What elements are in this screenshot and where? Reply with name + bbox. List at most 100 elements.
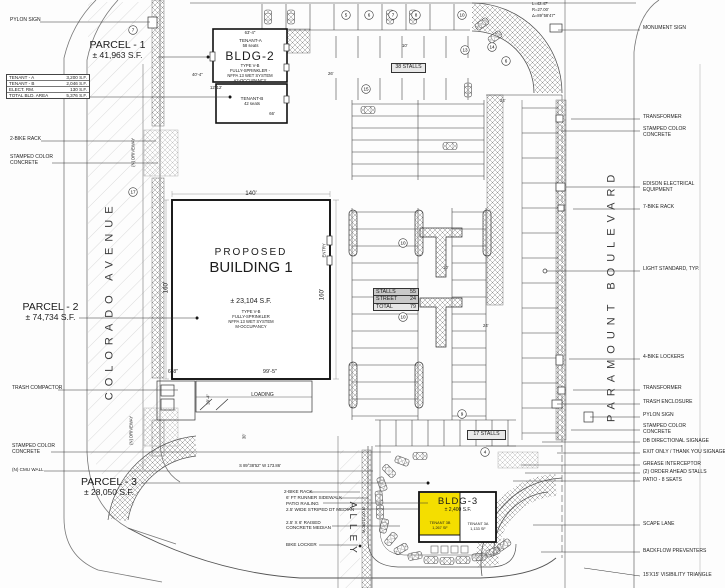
callout-patio-seats: PATIO - 8 SEATS bbox=[643, 477, 682, 483]
bldg1-dim-30: 30' bbox=[241, 433, 247, 440]
callout-bike-locker: BIKE LOCKER bbox=[286, 542, 317, 547]
bldg3-area: ± 2,400 S.F. bbox=[444, 507, 472, 513]
parking-table-label: STALLS bbox=[376, 289, 396, 295]
bldg1-dim-bottom: 99'-5" bbox=[262, 369, 278, 375]
bldg2-sprinkler: FULLY-SPRINKLER - bbox=[229, 68, 271, 73]
alley-bearing-note: N 00°21'08" W bbox=[361, 507, 367, 534]
callout-scape-lane: SCAPE LANE bbox=[643, 521, 675, 527]
bldg2-name: BLDG-2 bbox=[225, 49, 275, 63]
bldg2-tenant-b: TENANT-B bbox=[240, 96, 264, 101]
building-3-highlight bbox=[420, 493, 460, 535]
callout-stamped-concrete-left-1: STAMPED COLOR CONCRETE bbox=[10, 154, 53, 166]
callout-trash-enclosure: TRASH ENCLOSURE bbox=[643, 399, 693, 405]
keynote-circles: 5 6 7 8 10 13 14 6 15 7 17 10 10 9 4 bbox=[128, 10, 511, 457]
callout-visibility-triangle: 15'X15' VISIBILITY TRIANGLE bbox=[643, 572, 712, 578]
callout-bike-lockers-4: 4-BIKE LOCKERS bbox=[643, 354, 685, 360]
driveway-note-2: (N) DRIVEWAY bbox=[128, 415, 134, 445]
bldg1-dim-left: 160' bbox=[162, 281, 170, 294]
bldg1-occupancy: M-OCCUPANCY bbox=[235, 324, 267, 329]
driveway-note-1: (N) DRIVEWAY bbox=[130, 137, 136, 167]
edison-equipment-symbol bbox=[555, 182, 566, 192]
street-paramount-boulevard: PARAMOUNT BOULEVARD bbox=[605, 168, 618, 423]
keynote-label: 4 bbox=[484, 450, 487, 455]
table-row-label: TENANT - B bbox=[9, 81, 35, 86]
curve-data-l: L=42.47' bbox=[532, 1, 549, 6]
bldg2-dim-top: 63'-4" bbox=[244, 30, 256, 35]
table-row-value: 5,376 S.F. bbox=[66, 93, 87, 98]
bldg1-dim-right: 160' bbox=[318, 288, 326, 301]
stalls-17-box: 17 STALLS bbox=[467, 430, 506, 440]
table-row-label: ELECT. RM. bbox=[9, 87, 35, 92]
trash-compactor-area bbox=[156, 380, 196, 421]
parcel-1-area: ± 41,963 S.F. bbox=[92, 50, 143, 60]
patio-seats bbox=[430, 545, 469, 554]
callout-exit-only-signage: EXIT ONLY / THANK YOU SIGNAGE bbox=[643, 449, 725, 455]
callout-pylon-sign-left: PYLON SIGN bbox=[10, 17, 41, 23]
curve-data-r: R=27.00' bbox=[532, 7, 549, 12]
dim-24-b: 24' bbox=[483, 323, 489, 328]
callout-stamped-concrete-right-2: STAMPED COLOR CONCRETE bbox=[643, 423, 686, 435]
bldg2-dim-12: 12' 12' bbox=[210, 85, 223, 90]
dimension-lines bbox=[163, 191, 339, 380]
callout-backflow-preventers: BACKFLOW PREVENTERS bbox=[643, 548, 707, 554]
bldg1-dim-top: 140' bbox=[245, 190, 257, 197]
keynote-label: 14 bbox=[489, 45, 495, 50]
parking-table-label: TOTAL bbox=[376, 303, 393, 310]
bldg2-dim-bottom: 66' bbox=[269, 111, 275, 116]
callout-edison-equipment: EDISON ELECTRICAL EQUIPMENT bbox=[643, 181, 695, 193]
bldg1-area: ± 23,104 S.F. bbox=[230, 298, 272, 305]
dim-10-b: 10' bbox=[443, 265, 449, 270]
street-colorado-avenue: COLORADO AVENUE bbox=[103, 200, 116, 401]
callout-cmu-wall: (N) CMU WALL bbox=[12, 467, 44, 472]
drive-thru-lane-outer bbox=[367, 446, 517, 568]
bldg3-tenant-a-name: TENANT 3A bbox=[467, 522, 489, 526]
callout-order-ahead-stalls: (2) ORDER AHEAD STALLS bbox=[643, 469, 707, 475]
bldg1-sprinkler: FULLY-SPRINKLER bbox=[232, 314, 270, 319]
bldg2-type: TYPE V-B bbox=[240, 63, 260, 68]
parking-table-value: 55 bbox=[410, 289, 416, 295]
callout-raised-median: 2.5' X 6' RAISED CONCRETE MEDIAN bbox=[286, 520, 331, 531]
curve-data-delta: Δ=89°58'47" bbox=[532, 13, 556, 18]
bldg2-occupancy: A2-OCCUPANCY bbox=[233, 78, 267, 83]
transformer-symbol bbox=[555, 114, 564, 123]
bldg1-type: TYPE V-B bbox=[241, 309, 261, 314]
bldg2-tenant-a-seats: 58 seats bbox=[242, 43, 259, 48]
bldg1-proposed: PROPOSED bbox=[214, 247, 288, 258]
keynote-label: 15 bbox=[363, 87, 369, 92]
parcel-3-name: PARCEL - 3 bbox=[80, 476, 138, 488]
bldg1-dim-loading: 29'-4" bbox=[205, 394, 211, 405]
callout-light-standard: LIGHT STANDARD, TYP. bbox=[643, 266, 700, 272]
stalls-38-box: 38 STALLS bbox=[391, 63, 426, 73]
street-alley: ALLEY bbox=[346, 501, 358, 558]
building-2-tenant-b bbox=[215, 83, 288, 124]
keynote-label: 10 bbox=[400, 315, 406, 320]
keynote-label: 10 bbox=[459, 13, 465, 18]
parcel-1-area-table: TENANT - A 3,200 S.F. TENANT - B 2,046 S.F… bbox=[6, 74, 90, 99]
bldg2-dim-left: 40'-4" bbox=[192, 72, 203, 77]
parcel-2-area: ± 74,734 S.F. bbox=[25, 312, 76, 322]
loading-dock bbox=[195, 380, 313, 413]
table-row-value: 2,046 S.F. bbox=[66, 81, 87, 86]
bldg1-dim-bottom-left: 6'-8" bbox=[168, 369, 178, 375]
parking-islands bbox=[348, 209, 492, 409]
building-2-tenant-a bbox=[212, 28, 288, 83]
bldg3-name: BLDG-3 bbox=[437, 496, 479, 507]
parking-table-value: 79 bbox=[410, 303, 416, 310]
table-row-value: 3,200 S.F. bbox=[66, 75, 87, 80]
callout-bike-rack-7: 7-BIKE RACK bbox=[643, 204, 675, 210]
bldg2-tenant-a: TENANT-A bbox=[239, 38, 262, 43]
table-row-label: TENANT - A bbox=[9, 75, 35, 80]
callout-transformer-1: TRANSFORMER bbox=[643, 114, 682, 120]
building-1-footprint bbox=[171, 199, 331, 380]
keynote-label: 7 bbox=[392, 13, 395, 18]
keynote-label: 13 bbox=[462, 48, 468, 53]
dim-24-a: 24' bbox=[500, 98, 506, 103]
callout-bike-rack-left: 2-BIKE RACK bbox=[10, 136, 42, 142]
callout-trash-compactor: TRASH COMPACTOR bbox=[12, 385, 63, 391]
keynote-label: 5 bbox=[345, 13, 348, 18]
bldg2-nfpa: NFPA 13 WET SYSTEM bbox=[227, 73, 273, 78]
keynote-label: 8 bbox=[415, 13, 418, 18]
parking-table-label: STREET bbox=[376, 296, 398, 303]
bearing-south-label: S 89°38'52" W 173.86' bbox=[239, 463, 281, 468]
